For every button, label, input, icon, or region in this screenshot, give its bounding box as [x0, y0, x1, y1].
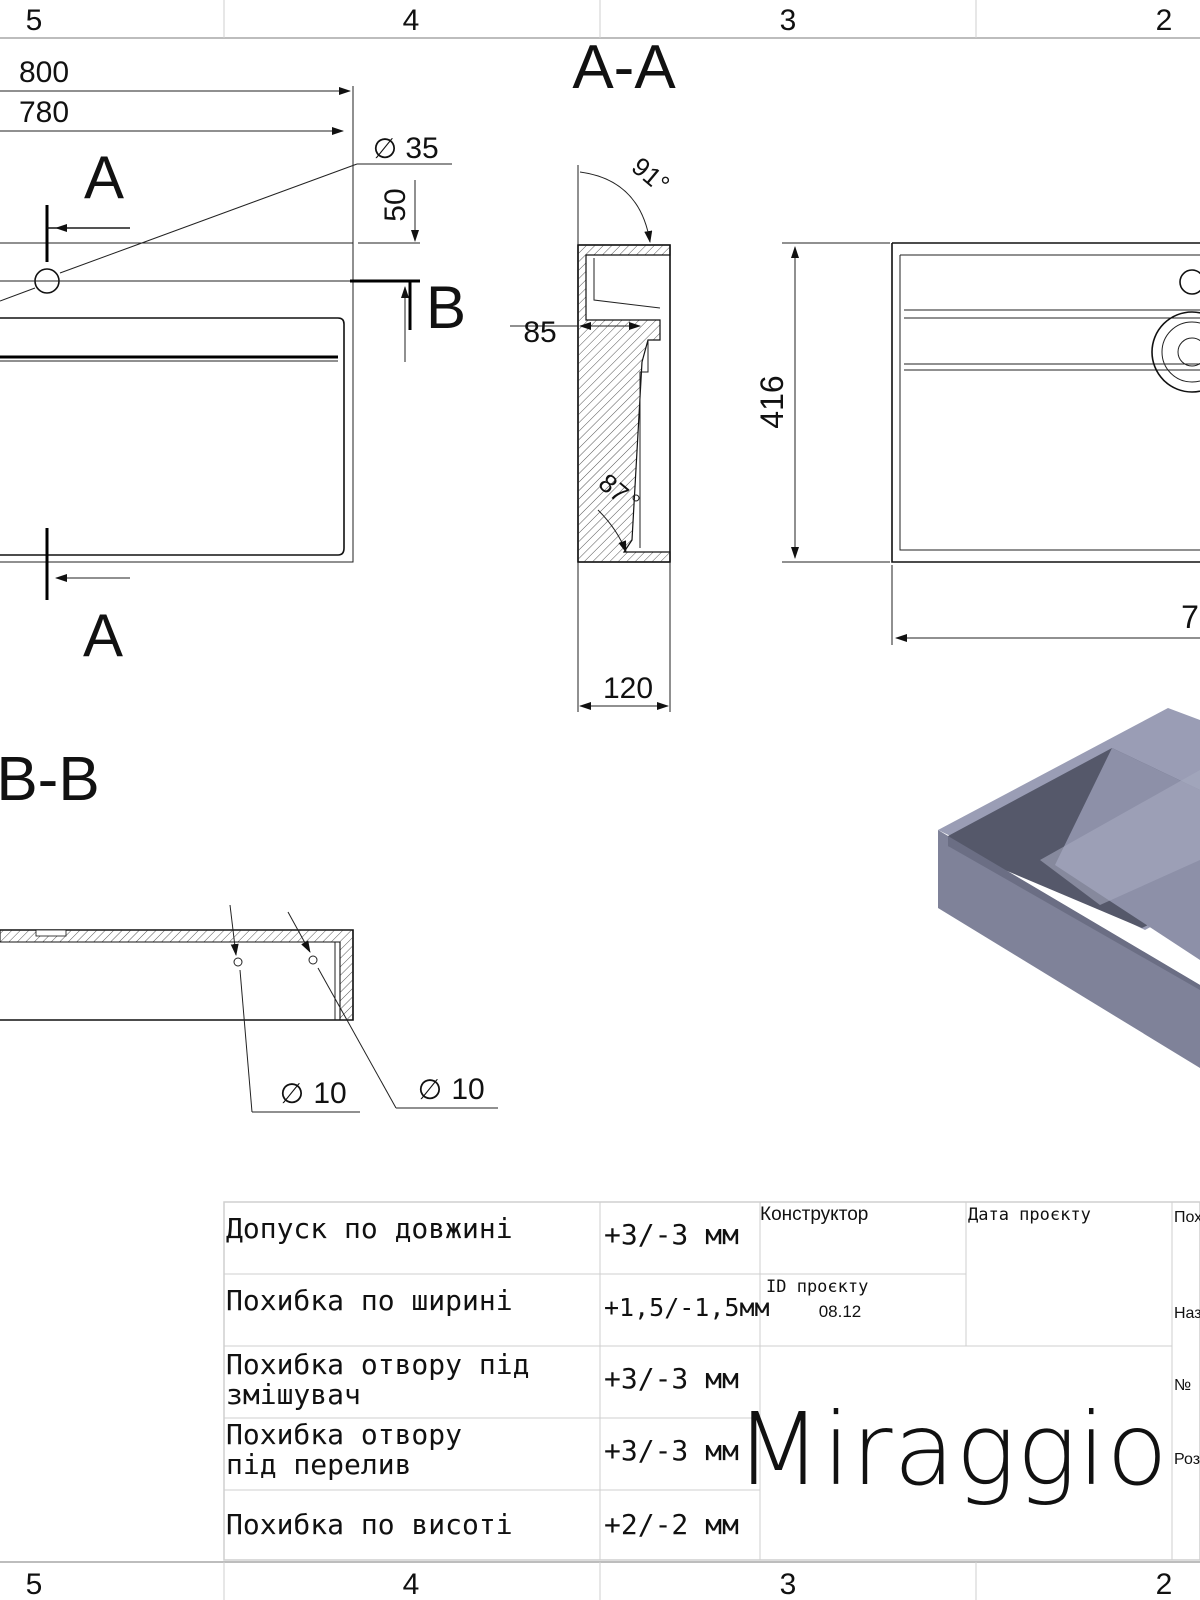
- dim-dia-35-symbol: ∅: [373, 133, 397, 164]
- cut-label: Роз: [1174, 1451, 1200, 1468]
- tolerance-label-2: під перелив: [226, 1448, 411, 1481]
- dim-780: 780: [19, 96, 69, 129]
- tolerance-value: +1,5/-1,5мм: [604, 1293, 770, 1322]
- dim-dia-35: 35: [405, 132, 438, 165]
- right-view: 416 7: [754, 242, 1200, 645]
- dim-dia-10a: 10: [313, 1077, 346, 1110]
- zone-label: 4: [403, 4, 420, 37]
- project-id-label: ID проєкту: [766, 1277, 868, 1297]
- tolerance-label-2: змішувач: [226, 1378, 361, 1411]
- dim-dia-10b-symbol: ∅: [418, 1074, 442, 1105]
- dim-800: 800: [19, 56, 69, 89]
- cut-label-a-bottom: A: [83, 602, 123, 669]
- zone-labels-top: 5 4 3 2: [26, 4, 1173, 37]
- tolerance-label: Допуск по довжині: [226, 1212, 513, 1245]
- designer-label: Конструктор: [760, 1204, 868, 1225]
- product-render: [938, 708, 1200, 1068]
- tolerance-value: +3/-3 мм: [604, 1362, 739, 1395]
- dim-50: 50: [379, 188, 412, 221]
- cut-label: Наз: [1174, 1305, 1200, 1322]
- dim-416: 416: [754, 375, 790, 428]
- section-b-b: B-B ∅ 10 ∅ 10: [0, 745, 498, 1113]
- tolerance-label: Похибка по ширині: [226, 1284, 513, 1317]
- zone-label: 2: [1156, 4, 1173, 37]
- drain-hole: [1151, 311, 1200, 393]
- dim-dia-10b: 10: [451, 1073, 484, 1106]
- cut-label: Пох: [1174, 1209, 1200, 1226]
- cut-label: №: [1174, 1377, 1191, 1394]
- overflow-hole: [1179, 269, 1200, 295]
- project-id-value: 08.12: [819, 1302, 862, 1321]
- zone-label: 3: [780, 1568, 797, 1600]
- tolerance-value: +3/-3 мм: [604, 1434, 739, 1467]
- zone-label: 2: [1156, 1568, 1173, 1600]
- section-title-bb: B-B: [0, 745, 100, 814]
- section-a-a: A-A 91° 85 87 120: [510, 33, 676, 712]
- tolerance-value: +3/-3 мм: [604, 1218, 739, 1251]
- dim-85: 85: [523, 316, 556, 349]
- zone-label: 5: [26, 1568, 43, 1600]
- cut-label-b: B: [426, 274, 466, 341]
- zone-labels-bottom: 5 4 3 2: [26, 1568, 1173, 1600]
- dim-dia-10a-symbol: ∅: [280, 1078, 304, 1109]
- brand-logo: Miraggio: [735, 1391, 1168, 1508]
- zone-label: 5: [26, 4, 43, 37]
- zone-label: 3: [780, 4, 797, 37]
- project-date-label: Дата проєкту: [968, 1205, 1091, 1225]
- plan-view: A A B 800 780 ∅ 35 50: [0, 56, 466, 669]
- section-title-aa: A-A: [572, 33, 676, 102]
- dim-120: 120: [603, 672, 653, 705]
- tolerance-label: Похибка отвору під: [226, 1348, 529, 1381]
- tolerance-label: Похибка отвору: [226, 1418, 462, 1451]
- tolerance-label: Похибка по висоті: [226, 1508, 513, 1541]
- cut-label-a-top: A: [84, 144, 124, 211]
- tolerance-value: +2/-2 мм: [604, 1508, 739, 1541]
- dim-91: 91°: [626, 151, 675, 199]
- dim-7: 7: [1181, 599, 1199, 635]
- title-block: Допуск по довжині +3/-3 мм Похибка по ши…: [223, 1201, 1200, 1561]
- zone-label: 4: [403, 1568, 420, 1600]
